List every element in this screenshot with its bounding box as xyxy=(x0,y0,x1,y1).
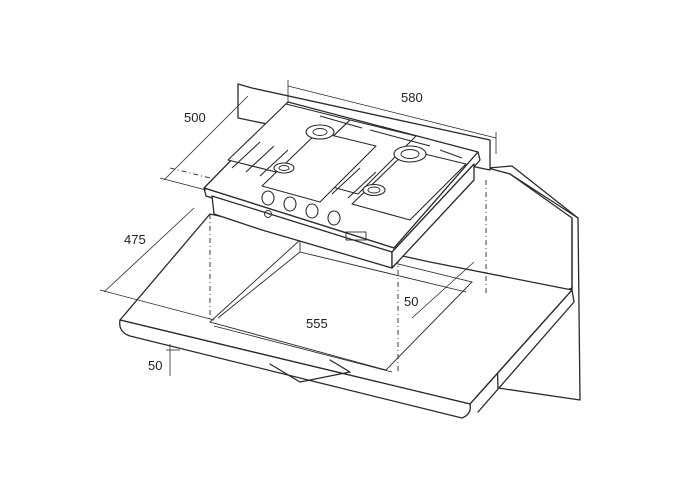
dim-label-555: 555 xyxy=(306,316,328,331)
projection-lines xyxy=(169,167,487,372)
gas-hob xyxy=(203,101,481,269)
ignition-button xyxy=(264,210,272,218)
countertop xyxy=(119,213,575,419)
burners xyxy=(273,124,427,197)
burner-rear-right xyxy=(393,145,427,163)
dim-label-rear-50: 50 xyxy=(404,294,418,309)
knob-4 xyxy=(327,210,341,226)
dim-label-500: 500 xyxy=(184,110,206,125)
knob-2 xyxy=(283,196,297,212)
dimension-lines xyxy=(99,80,497,376)
control-knobs xyxy=(261,190,341,226)
dim-label-475: 475 xyxy=(124,232,146,247)
knob-1 xyxy=(261,190,275,206)
burner-front-right xyxy=(362,183,386,197)
burner-rear-left xyxy=(305,124,335,140)
pan-support-grates xyxy=(227,103,467,221)
burner-front-left xyxy=(273,162,295,174)
dim-label-front-50: 50 xyxy=(148,358,162,373)
knob-3 xyxy=(305,203,319,219)
dim-label-580: 580 xyxy=(401,90,423,105)
dimension-labels: 580 500 475 555 50 50 xyxy=(124,90,423,373)
